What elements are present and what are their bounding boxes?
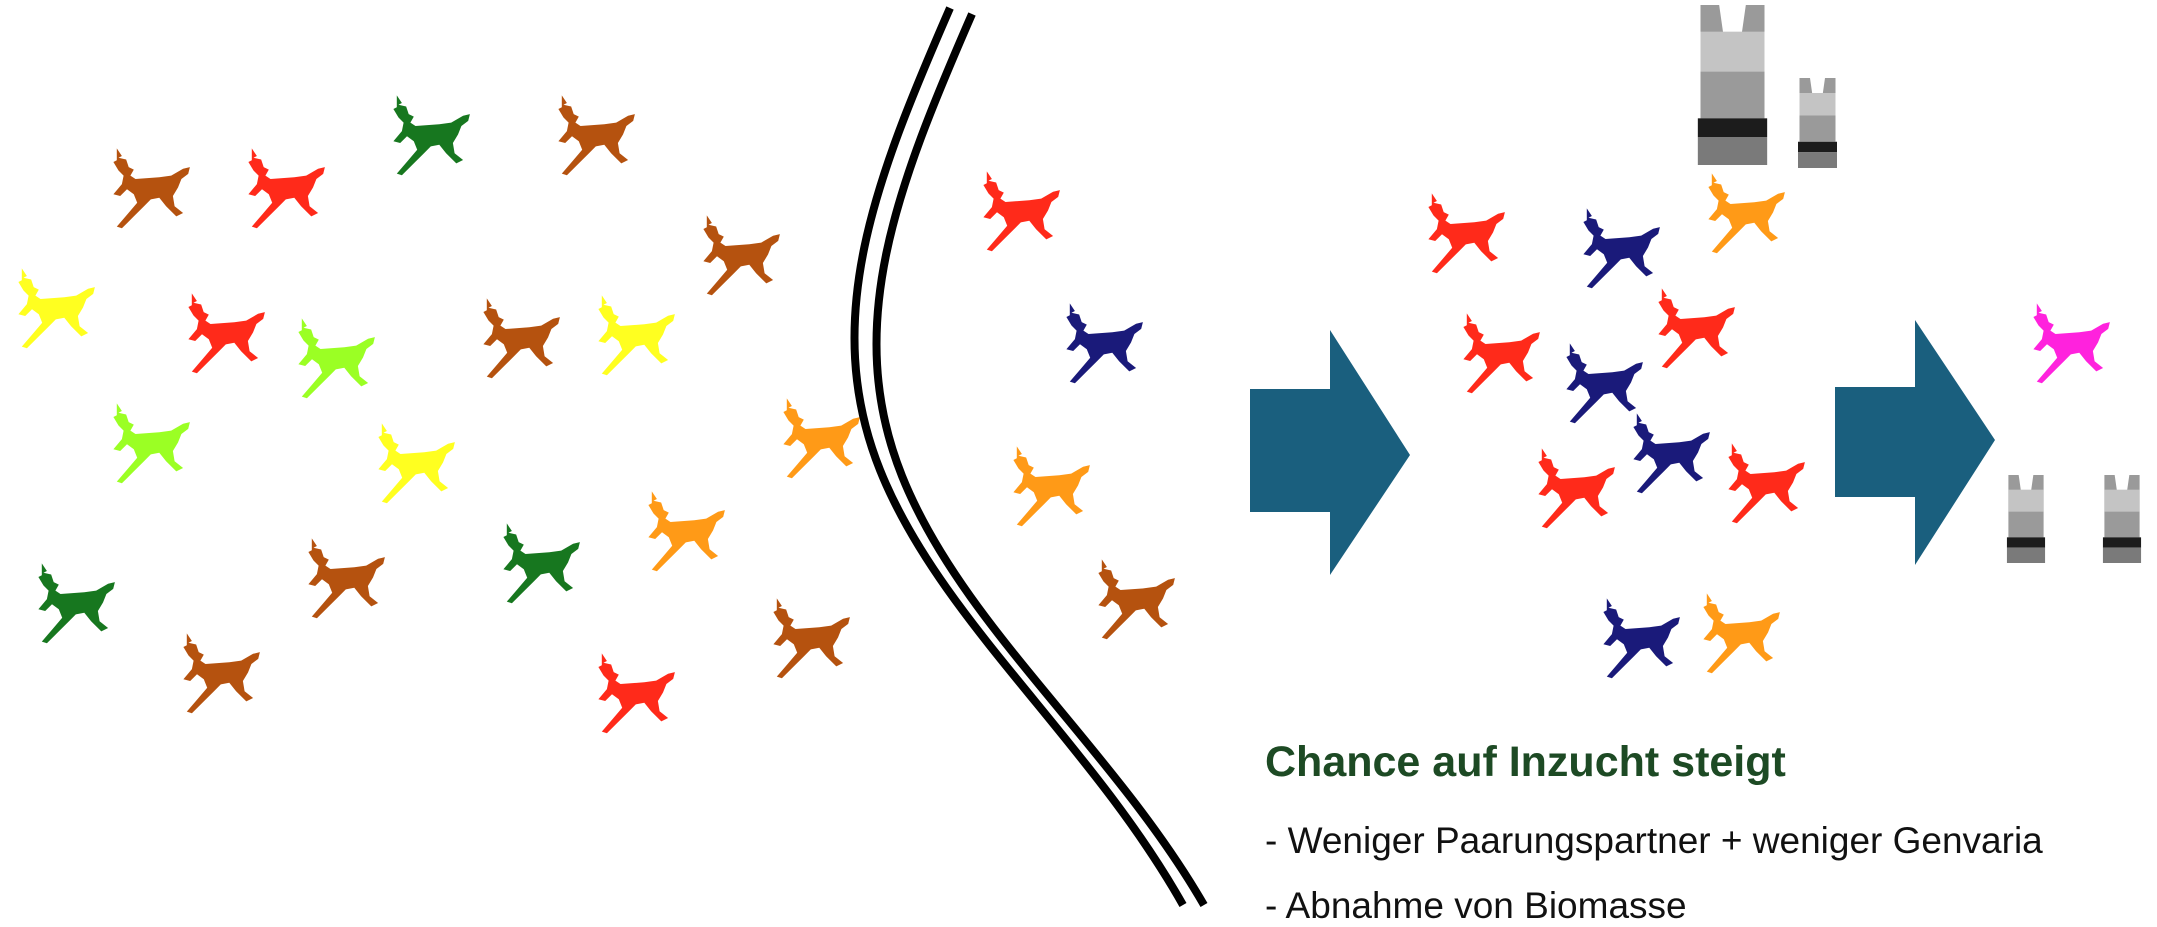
deer-icon <box>378 423 455 504</box>
deer-icon <box>1658 288 1735 369</box>
arrow-right-icon <box>1250 330 1410 575</box>
deer-icon <box>1013 446 1090 527</box>
deer-icon <box>113 403 190 484</box>
deer-icon <box>598 295 675 376</box>
deer-icon <box>483 298 560 379</box>
deer-layer <box>18 95 2110 734</box>
deer-icon <box>1098 559 1175 640</box>
torx-bit-icon <box>2006 475 2046 563</box>
deer-icon <box>1428 193 1505 274</box>
deer-icon <box>1463 313 1540 394</box>
deer-icon <box>248 148 325 229</box>
deer-icon <box>598 653 675 734</box>
deer-icon <box>308 538 385 619</box>
torx-bit-icon <box>2102 475 2142 563</box>
deer-icon <box>188 293 265 374</box>
deer-icon <box>773 598 850 679</box>
torx-bit-icon <box>1798 78 1837 168</box>
deer-icon <box>2033 303 2110 384</box>
deer-icon <box>1728 443 1805 524</box>
deer-icon <box>1566 343 1643 424</box>
deer-icon <box>648 491 725 572</box>
deer-icon <box>1708 173 1785 254</box>
deer-icon <box>18 268 95 349</box>
deer-icon <box>558 95 635 176</box>
deer-icon <box>983 171 1060 252</box>
torx-bit-icon <box>1697 5 1768 165</box>
bullet-biomass: - Abnahme von Biomasse <box>1265 885 1687 926</box>
deer-icon <box>38 563 115 644</box>
deer-icon <box>113 148 190 229</box>
deer-icon <box>1603 598 1680 679</box>
deer-icon <box>783 398 860 479</box>
deer-icon <box>703 215 780 296</box>
deer-icon <box>1538 448 1615 529</box>
deer-icon <box>1583 208 1660 289</box>
deer-icon <box>1066 303 1143 384</box>
deer-icon <box>393 95 470 176</box>
inbreeding-heading: Chance auf Inzucht steigt <box>1265 738 1786 786</box>
bullet-fewer-partners: - Weniger Paarungspartner + weniger Genv… <box>1265 820 2043 861</box>
arrow-right-icon <box>1835 320 1995 565</box>
diagram-canvas <box>18 5 2142 907</box>
deer-icon <box>503 523 580 604</box>
deer-icon <box>1703 593 1780 674</box>
deer-icon <box>1633 413 1710 494</box>
barrier-double-line <box>850 6 1208 907</box>
deer-icon <box>298 318 375 399</box>
deer-icon <box>183 633 260 714</box>
